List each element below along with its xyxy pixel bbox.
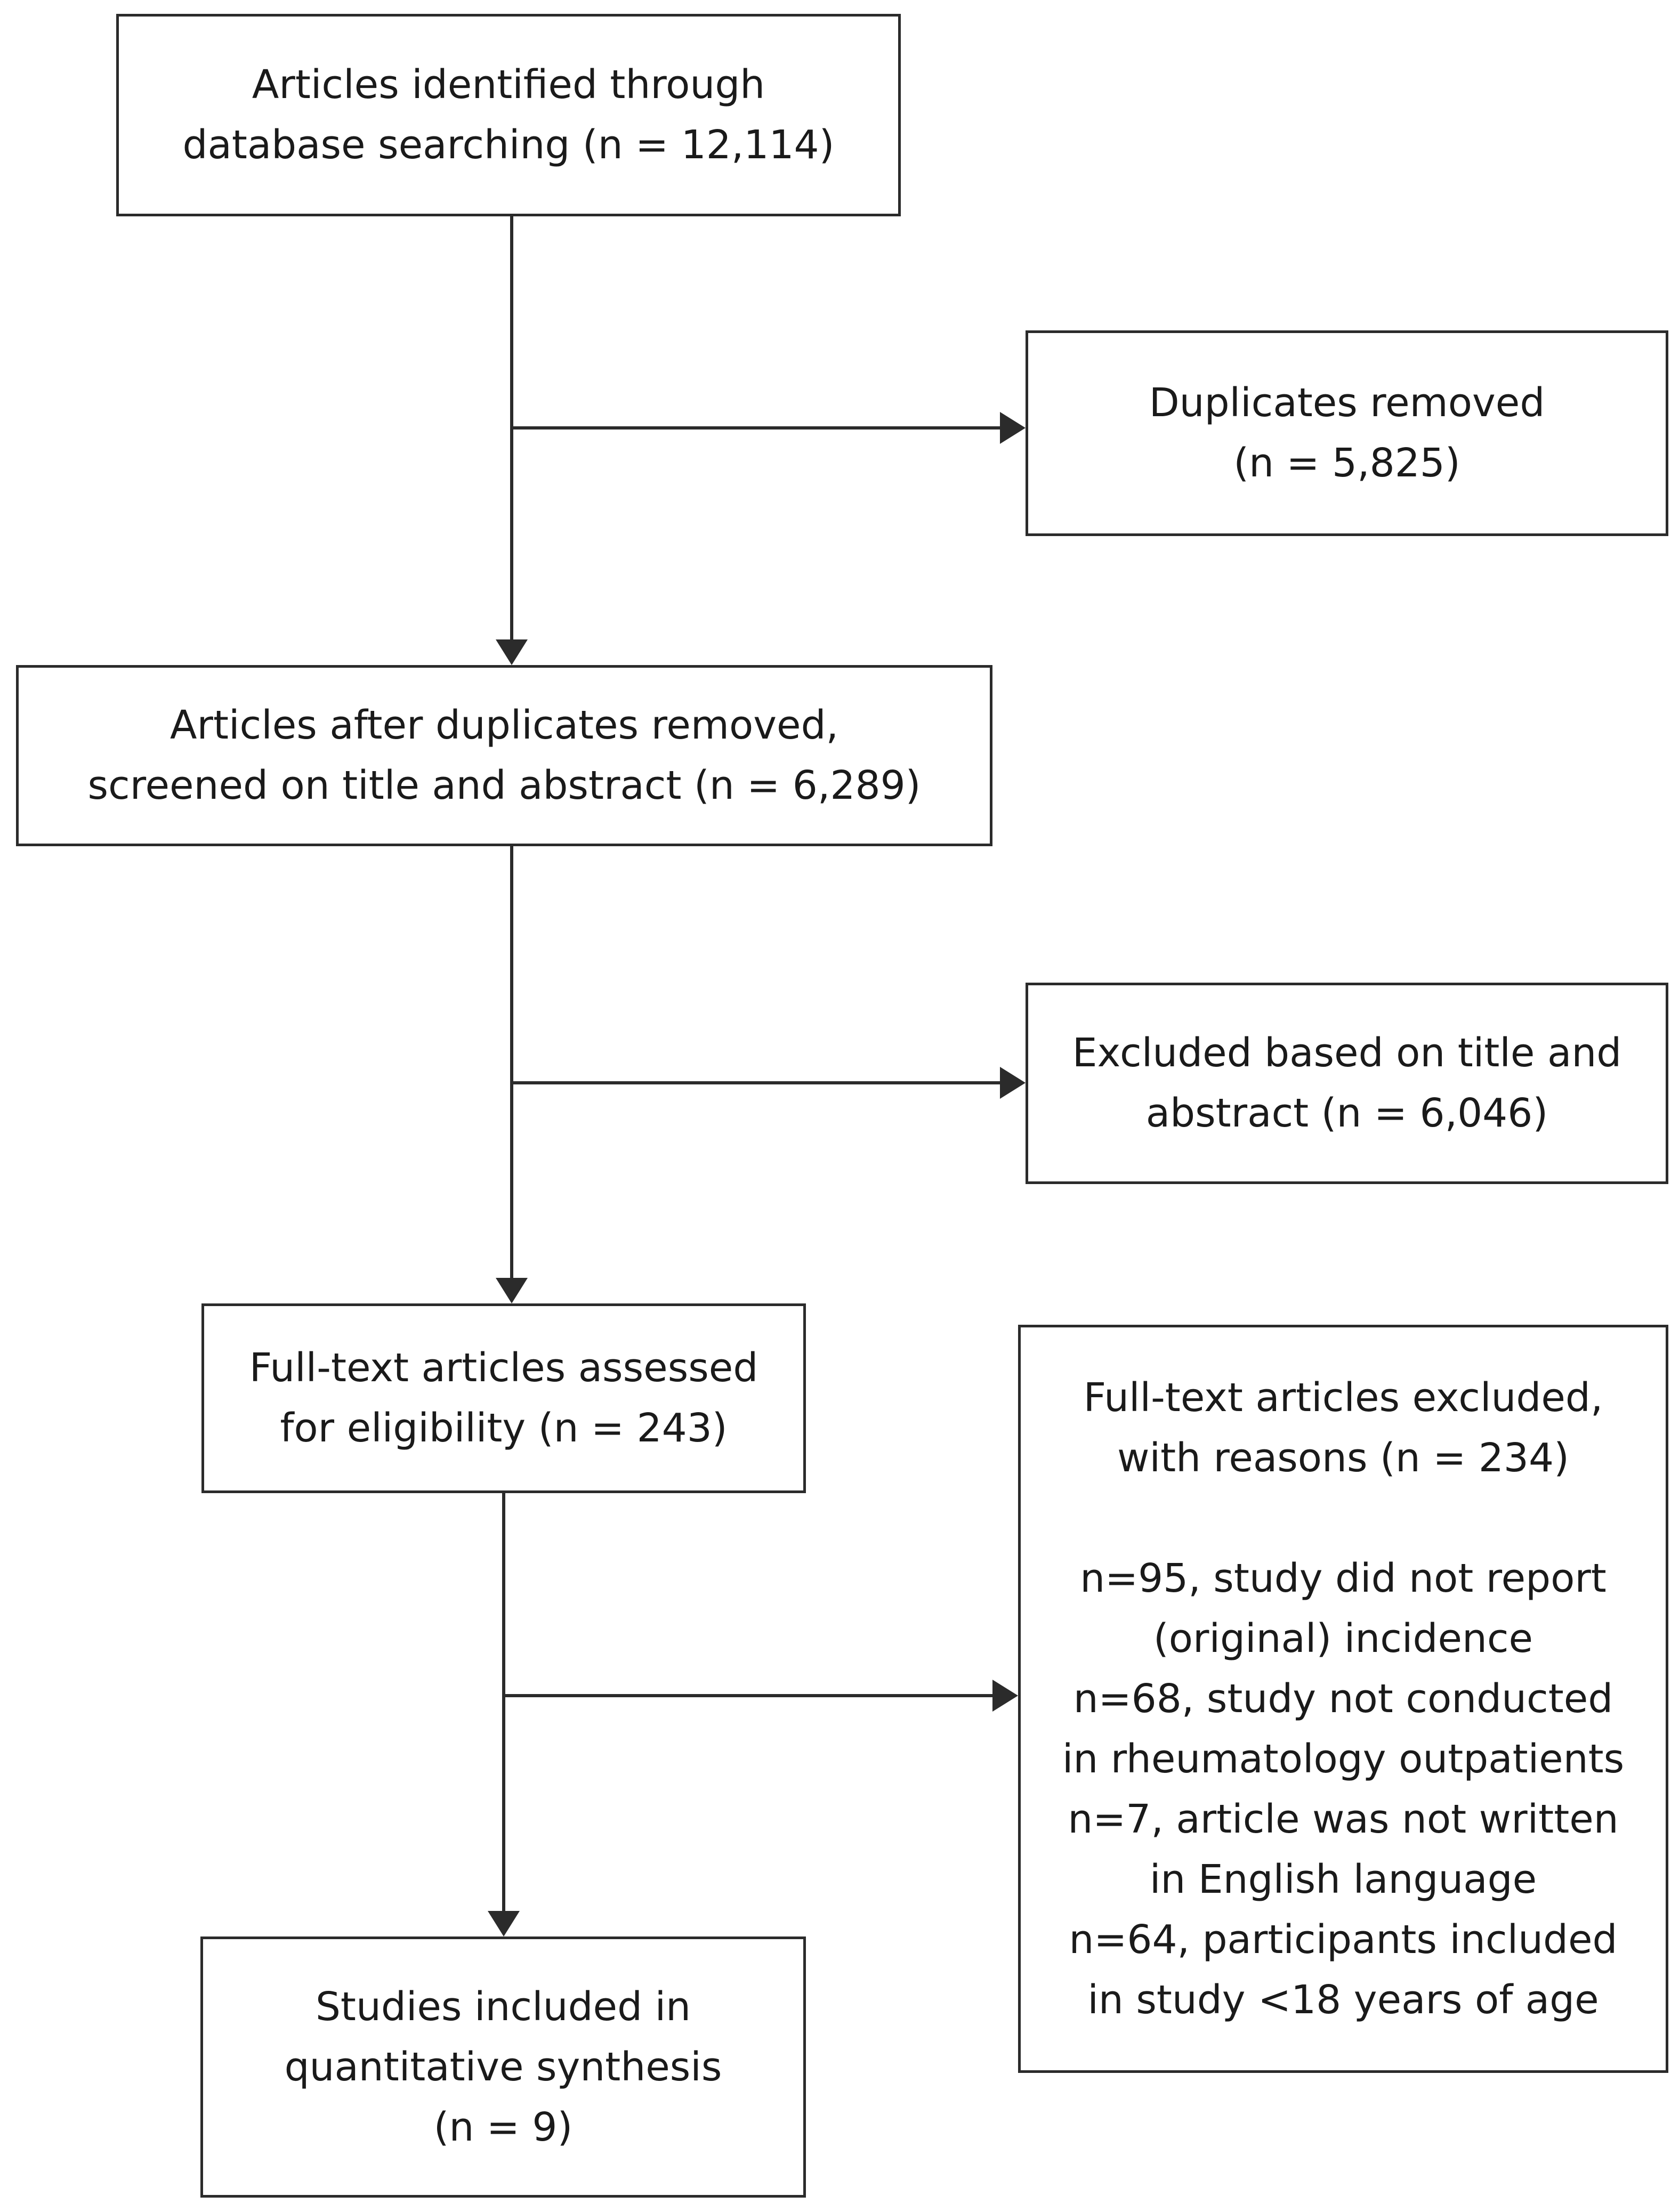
arrowhead-screened xyxy=(496,639,528,665)
exclusion-reason-line: n=7, article was not written xyxy=(1068,1796,1619,1842)
node-text-line: (n = 9) xyxy=(433,2104,573,2150)
node-text-line: for eligibility (n = 243) xyxy=(280,1405,728,1451)
exclusion-reason-line: n=95, study did not report xyxy=(1080,1555,1607,1601)
node-text-line: database searching (n = 12,114) xyxy=(182,122,835,168)
node-fulltext-excluded: Full-text articles excluded, with reason… xyxy=(1018,1325,1668,2073)
exclusion-reason-line: in study <18 years of age xyxy=(1087,1976,1599,2023)
exclusion-reason-line: in English language xyxy=(1149,1856,1537,1902)
arrowhead-duplicates-removed xyxy=(1000,412,1026,444)
node-studies-included: Studies included in quantitative synthes… xyxy=(200,1936,806,2198)
node-text-line: abstract (n = 6,046) xyxy=(1145,1090,1548,1136)
node-duplicates-removed: Duplicates removed (n = 5,825) xyxy=(1026,330,1668,536)
node-text-line: Excluded based on title and xyxy=(1072,1030,1622,1076)
exclusion-reason-line: in rheumatology outpatients xyxy=(1062,1736,1625,1782)
node-text-line: Full-text articles assessed xyxy=(249,1345,758,1391)
arrowhead-excluded-title-abstract xyxy=(1000,1067,1026,1099)
arrowhead-fulltext-excluded xyxy=(992,1680,1018,1712)
node-text-line: Duplicates removed xyxy=(1149,380,1545,426)
exclusion-reason-line: n=68, study not conducted xyxy=(1073,1675,1613,1722)
arrowhead-included xyxy=(488,1911,520,1936)
node-articles-identified: Articles identified through database sea… xyxy=(116,14,901,216)
node-text-line: Studies included in xyxy=(315,1983,691,2030)
arrowhead-fulltext-assessed xyxy=(496,1278,528,1303)
exclusion-reason-line: n=64, participants included xyxy=(1069,1916,1618,1963)
node-header-line: Full-text articles excluded, xyxy=(1083,1374,1603,1421)
node-header-line: with reasons (n = 234) xyxy=(1117,1435,1569,1481)
node-text-line: screened on title and abstract (n = 6,28… xyxy=(87,763,921,808)
node-fulltext-assessed: Full-text articles assessed for eligibil… xyxy=(201,1303,806,1493)
node-excluded-title-abstract: Excluded based on title and abstract (n … xyxy=(1026,983,1668,1184)
node-articles-screened: Articles after duplicates removed, scree… xyxy=(16,665,992,846)
node-text-line: quantitative synthesis xyxy=(284,2044,722,2090)
node-text-line: Articles after duplicates removed, xyxy=(169,702,839,748)
exclusion-reason-line: (original) incidence xyxy=(1153,1615,1533,1662)
node-text-line: Articles identified through xyxy=(252,62,765,108)
node-text-line: (n = 5,825) xyxy=(1233,440,1460,486)
